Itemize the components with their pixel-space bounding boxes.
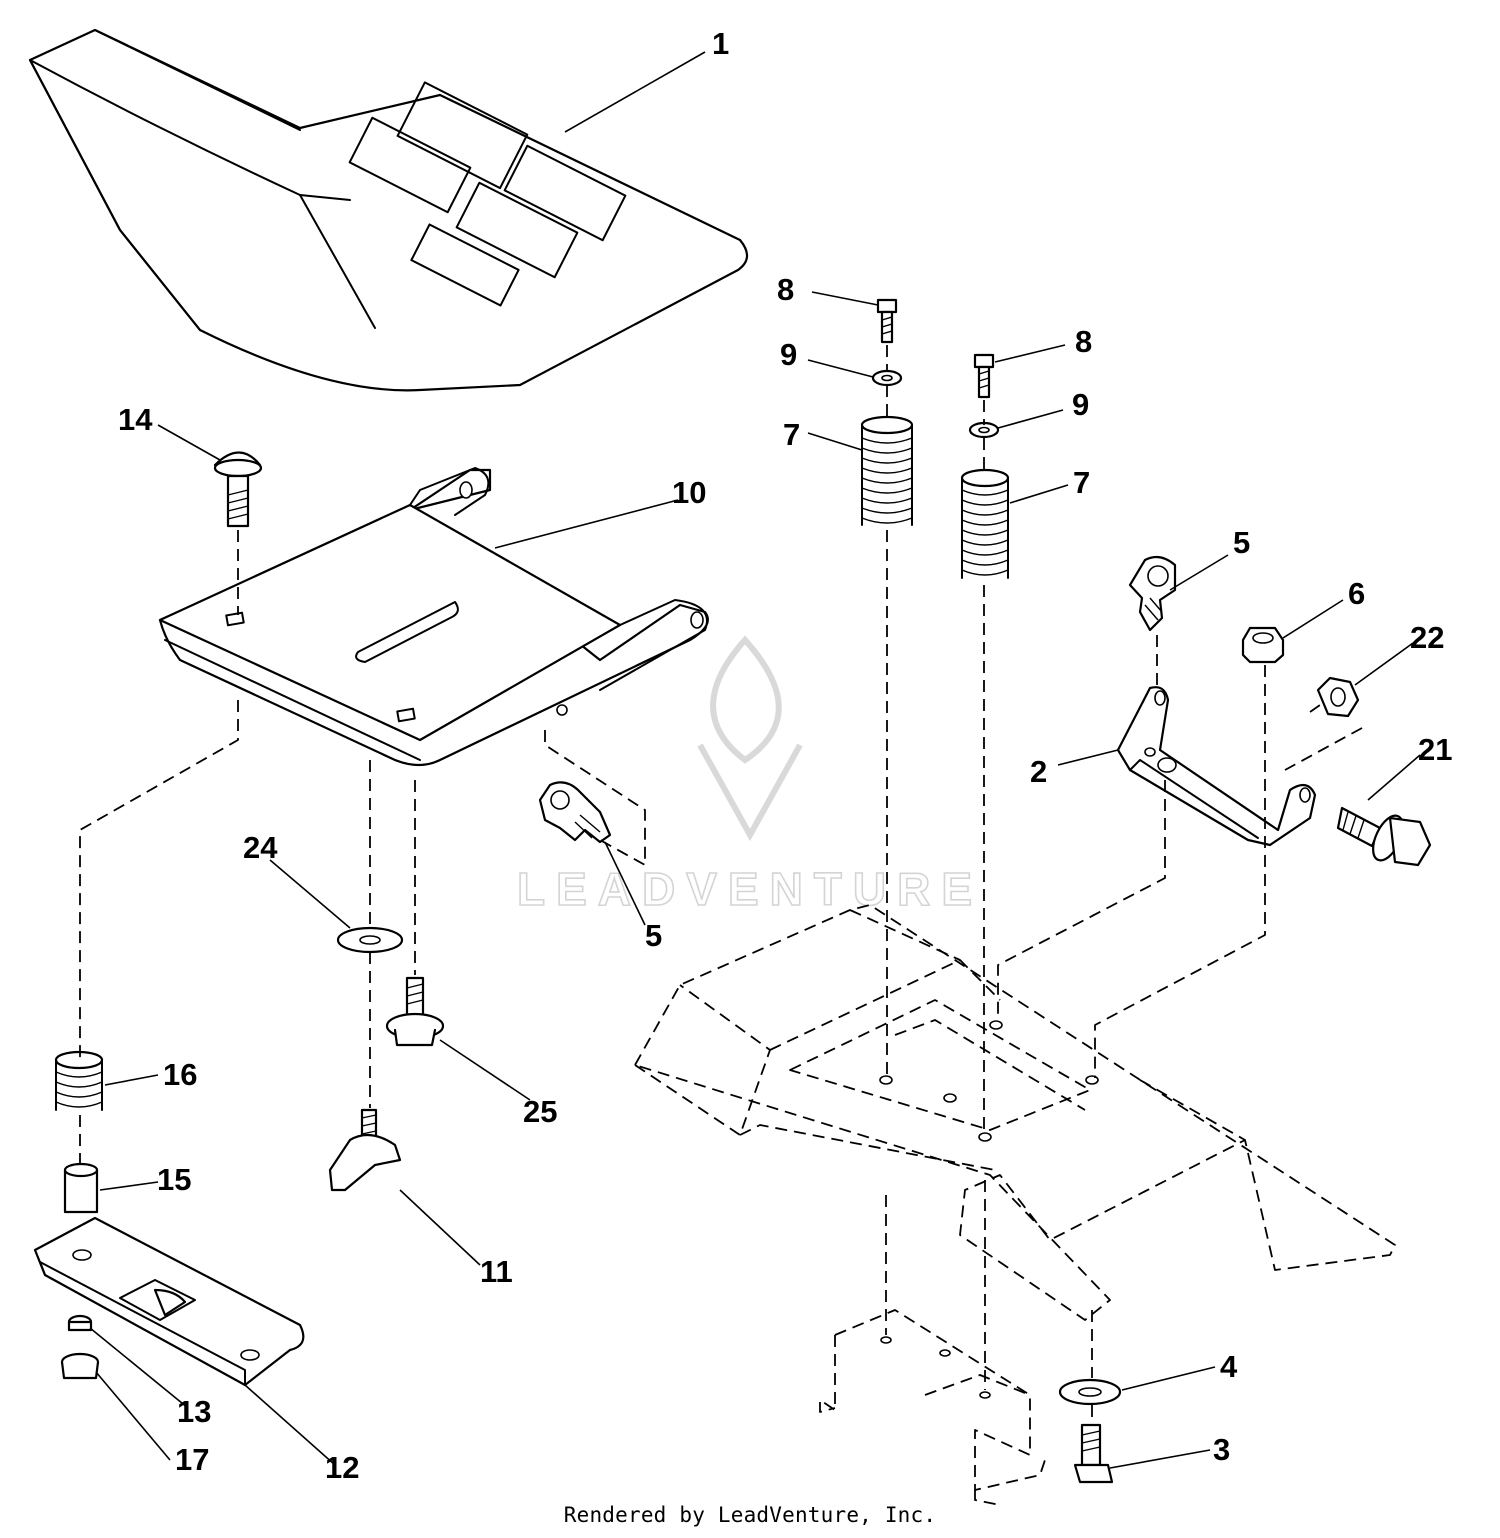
callout-6: 6 — [1348, 576, 1365, 611]
leadventure-watermark: LEADVENTURE — [516, 635, 983, 916]
callout-9-right: 9 — [1072, 387, 1089, 422]
bolt-right — [973, 353, 995, 399]
spring-left — [860, 415, 914, 526]
flat-washer-frame — [1058, 1378, 1122, 1406]
seat — [28, 28, 749, 392]
carriage-bolt — [213, 451, 263, 528]
bracket — [1116, 686, 1317, 847]
washer-right — [968, 421, 1000, 439]
adjustment-knob — [328, 1108, 402, 1192]
frame-holes — [879, 1020, 1099, 1399]
callout-13: 13 — [177, 1394, 211, 1429]
lock-nut — [1241, 626, 1285, 664]
hex-nut — [1316, 676, 1360, 718]
spring-right — [960, 468, 1010, 579]
callout-12: 12 — [325, 1450, 359, 1485]
small-spring — [54, 1050, 104, 1111]
assembly-lines — [79, 345, 1363, 1422]
callout-5-lower: 5 — [645, 918, 662, 953]
callout-8-left: 8 — [777, 272, 794, 307]
callout-10: 10 — [672, 475, 706, 510]
flange-nut — [60, 1352, 100, 1380]
flat-washer-seat — [336, 926, 404, 954]
callout-8-right: 8 — [1075, 324, 1092, 359]
callout-1: 1 — [712, 26, 729, 61]
render-credit: Rendered by LeadVenture, Inc. — [563, 1503, 937, 1527]
callout-11: 11 — [480, 1254, 513, 1289]
callout-7-left: 7 — [783, 417, 800, 452]
tractor-frame — [634, 904, 1396, 1506]
small-nut — [67, 1314, 93, 1332]
callout-7-right: 7 — [1073, 465, 1090, 500]
watermark-brand: LEADVENTURE — [517, 863, 983, 915]
callout-25: 25 — [523, 1094, 557, 1129]
callout-17: 17 — [175, 1442, 209, 1477]
callout-14: 14 — [118, 402, 153, 437]
washer-left — [871, 369, 903, 387]
flange-bolt — [1336, 806, 1432, 867]
mounting-plate — [33, 1216, 305, 1387]
callout-4: 4 — [1220, 1349, 1238, 1384]
hex-bolt — [1073, 1423, 1114, 1484]
callout-16: 16 — [163, 1057, 197, 1092]
wire-clip-lower — [538, 781, 612, 844]
callout-3: 3 — [1213, 1432, 1230, 1467]
callout-labels: 1 8 8 9 9 7 7 14 10 5 6 22 2 21 24 5 16 … — [118, 26, 1452, 1485]
seat-pan — [158, 467, 709, 767]
shoulder-bolt — [385, 976, 445, 1047]
wire-clip-upper — [1128, 555, 1177, 632]
leader-lines — [89, 51, 1421, 1469]
bolt-left — [876, 298, 898, 344]
callout-21: 21 — [1418, 732, 1452, 767]
callout-9-left: 9 — [780, 337, 797, 372]
callout-5-upper: 5 — [1233, 525, 1250, 560]
callout-2: 2 — [1030, 754, 1047, 789]
callout-15: 15 — [157, 1162, 191, 1197]
callout-22: 22 — [1410, 620, 1444, 655]
spacer — [63, 1162, 99, 1214]
flame-logo-icon — [697, 635, 803, 842]
callout-24: 24 — [243, 830, 278, 865]
